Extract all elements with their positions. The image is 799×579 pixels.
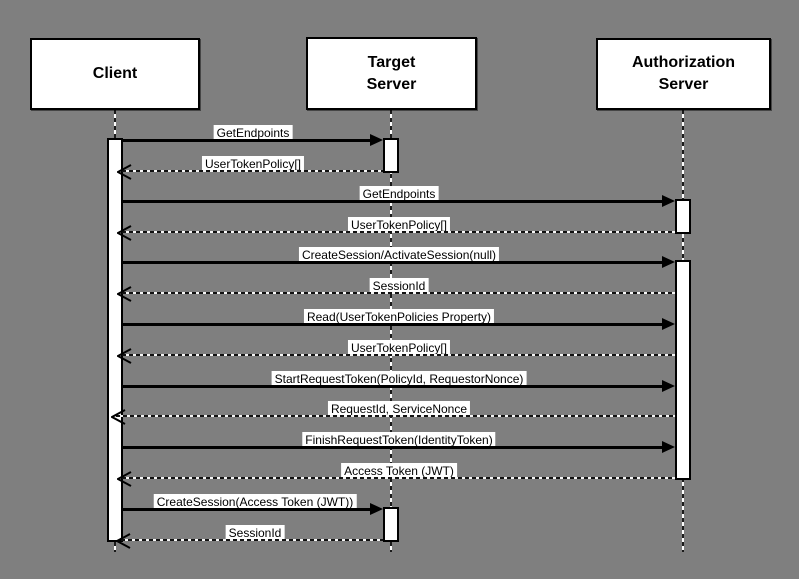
message-label: CreateSession/ActivateSession(null) bbox=[298, 247, 500, 263]
activation-bar-client bbox=[107, 138, 123, 542]
message-line-call bbox=[123, 261, 669, 264]
message-line-return bbox=[122, 231, 675, 233]
activation-bar-target-server bbox=[383, 138, 399, 173]
call-arrowhead-icon bbox=[370, 503, 383, 515]
return-arrowhead-icon bbox=[117, 471, 133, 487]
lifeline-target-server bbox=[390, 110, 392, 552]
message-label: RequestId, ServiceNonce bbox=[327, 401, 471, 417]
message-line-call bbox=[123, 508, 377, 511]
message-label: GetEndpoints bbox=[359, 186, 439, 202]
participant-label: Client bbox=[92, 65, 138, 83]
message-line-return bbox=[122, 292, 675, 294]
message-label: SessionId bbox=[369, 278, 429, 294]
participant-target-server: Target Server bbox=[306, 37, 477, 110]
message-line-return bbox=[121, 539, 383, 541]
participant-label: Authorization Server bbox=[631, 54, 736, 93]
return-arrowhead-icon bbox=[116, 533, 132, 549]
activation-bar-authorization-server bbox=[675, 260, 691, 480]
return-arrowhead-icon bbox=[117, 348, 133, 364]
message-label: UserTokenPolicy[] bbox=[347, 340, 451, 356]
activation-bar-authorization-server bbox=[675, 199, 691, 234]
call-arrowhead-icon bbox=[662, 195, 675, 207]
message-label: FinishRequestToken(IdentityToken) bbox=[302, 432, 496, 448]
message-label: Access Token (JWT) bbox=[341, 463, 457, 479]
participant-client: Client bbox=[30, 38, 200, 110]
call-arrowhead-icon bbox=[370, 134, 383, 146]
return-arrowhead-icon bbox=[117, 286, 133, 302]
call-arrowhead-icon bbox=[662, 441, 675, 453]
activation-bar-target-server bbox=[383, 507, 399, 542]
message-line-return bbox=[116, 415, 675, 417]
participant-authorization-server: Authorization Server bbox=[596, 38, 771, 110]
message-label: UserTokenPolicy[] bbox=[347, 217, 451, 233]
call-arrowhead-icon bbox=[662, 380, 675, 392]
message-label: StartRequestToken(PolicyId, RequestorNon… bbox=[271, 371, 527, 387]
message-label: Read(UserTokenPolicies Property) bbox=[303, 309, 495, 325]
message-line-call bbox=[123, 446, 669, 449]
message-line-call bbox=[123, 139, 377, 142]
message-line-return bbox=[122, 354, 675, 356]
message-label: GetEndpoints bbox=[213, 125, 293, 141]
return-arrowhead-icon bbox=[111, 409, 127, 425]
return-arrowhead-icon bbox=[117, 225, 133, 241]
call-arrowhead-icon bbox=[662, 256, 675, 268]
message-line-call bbox=[123, 323, 669, 326]
message-line-return bbox=[122, 170, 383, 172]
message-label: CreateSession(Access Token (JWT)) bbox=[153, 494, 357, 510]
participant-label: Target Server bbox=[366, 53, 417, 93]
return-arrowhead-icon bbox=[117, 164, 133, 180]
message-line-call bbox=[123, 385, 669, 388]
call-arrowhead-icon bbox=[662, 318, 675, 330]
message-line-return bbox=[122, 477, 675, 479]
message-label: SessionId bbox=[225, 525, 285, 541]
message-line-call bbox=[123, 200, 669, 203]
message-label: UserTokenPolicy[] bbox=[201, 156, 305, 172]
